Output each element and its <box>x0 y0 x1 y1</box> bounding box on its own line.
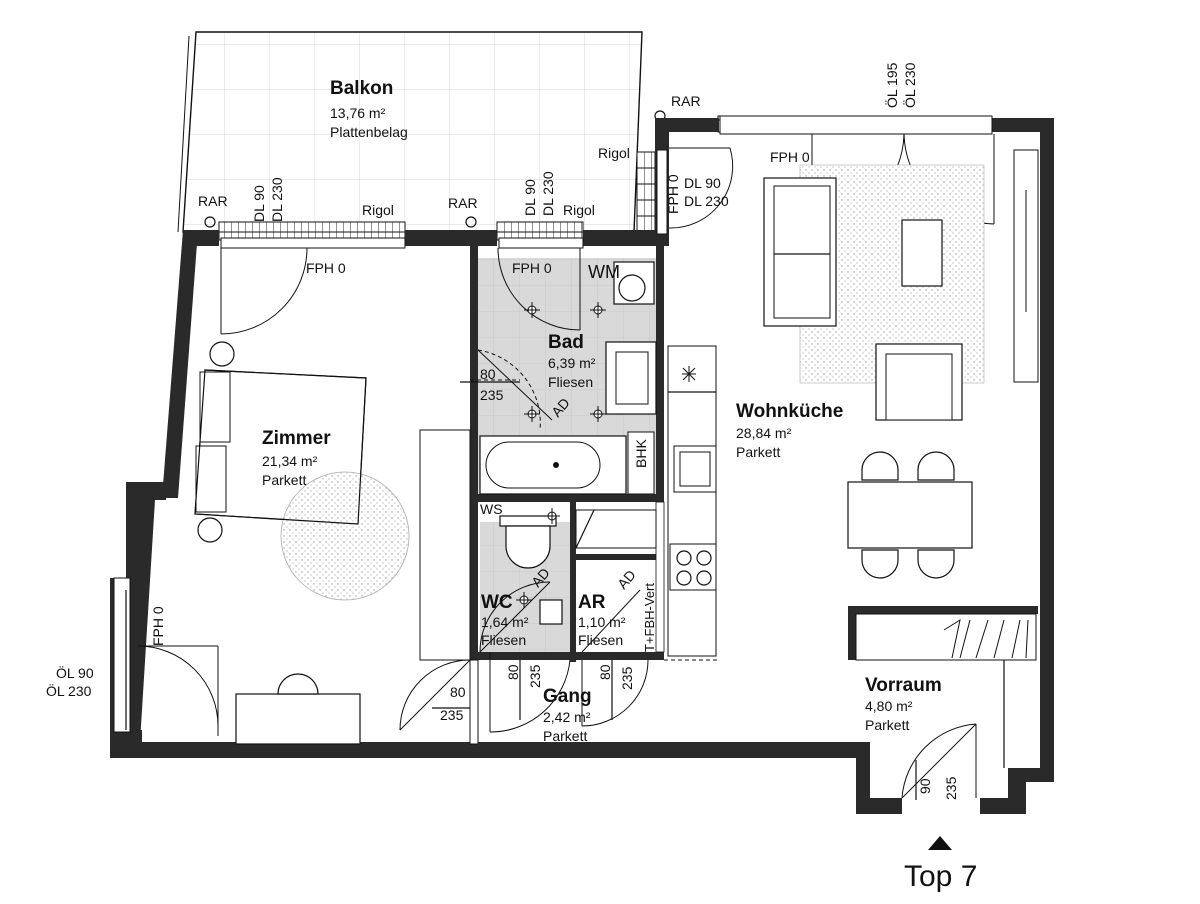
room-name: Vorraum <box>865 675 942 696</box>
windows <box>113 115 993 733</box>
room-name: Gang <box>543 686 592 707</box>
wm-label: WM <box>588 262 620 282</box>
rar-label: RAR <box>198 193 228 209</box>
rigol-label: Rigol <box>598 145 630 161</box>
tfbh-label: T+FBH-Vert <box>642 583 657 652</box>
furniture <box>194 149 1039 768</box>
bhk-label: BHK <box>633 439 649 468</box>
dl-label: DL 90 <box>522 179 538 216</box>
interior-walls <box>469 246 1038 745</box>
dim-label: 80 <box>450 684 466 700</box>
dim-label: 80 <box>597 664 613 680</box>
room-area: 2,42 m² <box>543 709 591 725</box>
room-area: 6,39 m² <box>548 355 596 371</box>
unit-label: Top 7 <box>904 860 977 893</box>
dim-label: 235 <box>527 664 543 688</box>
room-floor: Fliesen <box>578 632 623 648</box>
room-area: 1,10 m² <box>578 614 626 630</box>
dim-label: 80 <box>480 366 496 382</box>
room-name: Wohnküche <box>736 401 843 422</box>
ol-label: ÖL 90 <box>56 664 94 681</box>
dim-label: 235 <box>943 776 959 800</box>
dl-label: DL 90 <box>251 185 267 222</box>
rar-label: RAR <box>671 93 701 109</box>
dim-label: 80 <box>505 664 521 680</box>
room-floor: Plattenbelag <box>330 124 408 140</box>
room-name: Balkon <box>330 78 393 99</box>
dim-label: 235 <box>480 387 504 403</box>
dl-label: DL 230 <box>684 193 729 209</box>
room-floor: Parkett <box>543 728 587 744</box>
room-area: 21,34 m² <box>262 453 318 469</box>
room-area: 13,76 m² <box>330 105 386 121</box>
room-floor: Parkett <box>865 717 909 733</box>
fph-label: FPH 0 <box>512 260 552 276</box>
dl-label: DL 230 <box>540 171 556 216</box>
ol-label: ÖL 230 <box>46 682 92 699</box>
room-name: WC <box>481 592 513 613</box>
rigol-label: Rigol <box>362 202 394 218</box>
room-area: 1,64 m² <box>481 614 529 630</box>
ol-label: ÖL 195 <box>883 62 900 108</box>
dim-label: 90 <box>917 778 933 794</box>
dim-label: 235 <box>619 666 635 690</box>
fph-label: FPH 0 <box>770 149 810 165</box>
dim-label: 235 <box>440 707 464 723</box>
dl-label: DL 230 <box>269 177 285 222</box>
room-floor: Fliesen <box>481 632 526 648</box>
fph-label: FPH 0 <box>306 260 346 276</box>
room-floor: Fliesen <box>548 374 593 390</box>
labels: Balkon 13,76 m² Plattenbelag Zimmer 21,3… <box>46 62 977 893</box>
markers <box>516 302 606 608</box>
room-floor: Parkett <box>262 472 306 488</box>
dl-label: DL 90 <box>684 175 721 191</box>
room-name: AR <box>578 592 606 613</box>
rigol-label: Rigol <box>563 202 595 218</box>
ol-label: ÖL 230 <box>901 62 918 108</box>
room-area: 28,84 m² <box>736 425 792 441</box>
ar-floor <box>576 560 658 652</box>
fph-label: FPH 0 <box>150 606 166 646</box>
ws-label: WS <box>480 501 503 517</box>
room-floor: Parkett <box>736 444 780 460</box>
room-area: 4,80 m² <box>865 698 913 714</box>
room-name: Bad <box>548 332 584 353</box>
entrance-arrow <box>928 836 952 850</box>
fph-label: FPH 0 <box>665 174 681 214</box>
room-name: Zimmer <box>262 428 331 449</box>
rar-label: RAR <box>448 195 478 211</box>
